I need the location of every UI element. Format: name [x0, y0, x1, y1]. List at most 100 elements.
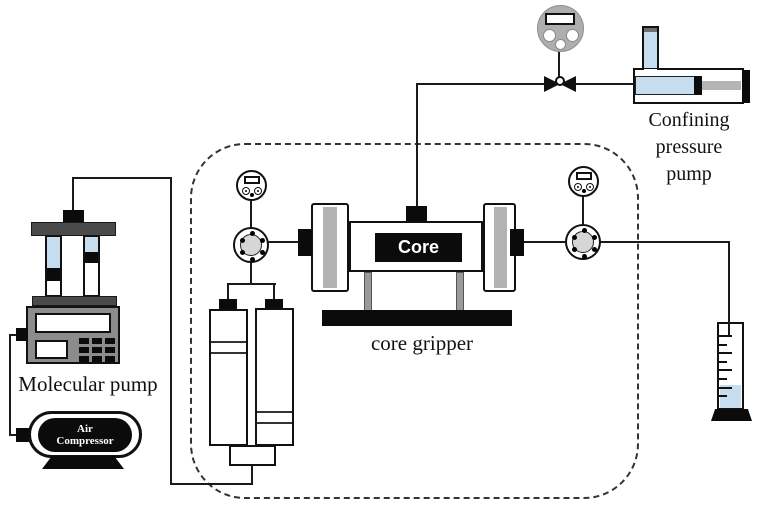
core-label: Core [397, 237, 439, 257]
pump-side-nub [16, 328, 28, 341]
tube-junction [644, 69, 657, 76]
graduation-tick [719, 369, 732, 371]
confining-pump-label-line1: Confining [648, 109, 730, 131]
valve-port-dot [240, 250, 245, 255]
gripper-top-port [406, 206, 427, 221]
stem-left-gauge [250, 199, 252, 229]
gauge-dot [250, 193, 254, 197]
pump-console [26, 306, 120, 364]
pipe-pump-riser [72, 177, 74, 213]
valve-port-dot [582, 228, 587, 233]
four-port-valve-left [233, 227, 269, 263]
valve-bonnet [555, 76, 565, 86]
piston-band [257, 422, 292, 424]
accumulator-bridge [229, 445, 276, 466]
pipe-accumulator-feed [251, 464, 253, 485]
pump-mid-bar [32, 296, 117, 306]
valve-port-dot [260, 238, 265, 243]
pump-piston-left [45, 235, 62, 297]
valve-port-dot [572, 247, 577, 252]
pump-piston-right [83, 235, 100, 297]
compressor-nub [16, 428, 29, 442]
gauge-knob [586, 183, 594, 191]
gauge-display [545, 13, 575, 25]
pipe-bottom-horizontal [170, 483, 253, 485]
piston-fluid [47, 237, 60, 268]
wire-compressor-bottom [9, 434, 19, 436]
console-display [35, 313, 111, 333]
graduation-tick [719, 395, 727, 397]
key [105, 338, 115, 344]
piston-seal [47, 268, 60, 281]
gripper-right-port [510, 229, 524, 256]
wire-compressor-vertical [9, 334, 11, 436]
pipe-valve-to-cylinder [599, 241, 730, 243]
piston-seal [85, 252, 98, 263]
gripper-base [322, 310, 512, 326]
pipe-left-vertical [170, 177, 172, 485]
cylinder-liquid [720, 385, 741, 408]
key [79, 347, 89, 353]
key [105, 347, 115, 353]
gauge-knob [242, 187, 250, 195]
piston-fluid [85, 237, 98, 252]
gauge-knob [555, 39, 566, 50]
pipe-tee-drop-right [273, 283, 275, 300]
flange-stripe [323, 207, 337, 288]
molecular-pump-label: Molecular pump [18, 372, 158, 396]
gripper-flange-left [311, 203, 349, 292]
gripper-leg-right [456, 272, 464, 312]
key [79, 356, 89, 362]
pipe-valve-to-tee [250, 260, 252, 284]
compressor-base [42, 456, 124, 469]
core-gripper-label: core gripper [370, 331, 474, 355]
valve-port-dot [250, 257, 255, 262]
four-port-valve-right [565, 224, 601, 260]
gripper-left-port [298, 229, 312, 256]
graduation-tick [719, 352, 732, 354]
pipe-cylinder-drop [728, 241, 730, 337]
confining-pump-label-line3: pump [666, 163, 712, 185]
graduation-tick [719, 344, 727, 346]
graduation-tick [719, 335, 732, 337]
gauge-knob [254, 187, 262, 195]
valve-port-dot [240, 238, 245, 243]
pipe-valve-to-gripper-left [267, 241, 300, 243]
core-sample: Core [375, 233, 462, 262]
dashed-enclosure [190, 143, 639, 499]
cylinder-base [711, 409, 752, 421]
valve-port-dot [250, 231, 255, 236]
pump-piston-rod [702, 81, 741, 90]
pump-fluid-chamber [635, 76, 695, 95]
accumulator-cap-left [219, 299, 237, 310]
stem-large-gauge [558, 49, 560, 79]
confining-pump-label: Confining pressure pump [622, 107, 756, 188]
gauge-knob [574, 183, 582, 191]
graduation-tick [719, 387, 732, 389]
piston-band [257, 411, 292, 413]
gauge-dot [582, 189, 586, 193]
graduation-tick [719, 378, 727, 380]
accumulator-left [209, 309, 248, 446]
pump-inlet-tube [642, 26, 659, 70]
accumulator-right [255, 308, 294, 446]
pressure-gauge-left-icon [236, 170, 267, 201]
confining-pump-label-line2: pressure [655, 136, 723, 158]
valve-port-dot [572, 235, 577, 240]
valve-port-dot [260, 250, 265, 255]
console-screen-small [35, 340, 68, 359]
stem-right-gauge [582, 195, 584, 226]
valve-port-dot [592, 247, 597, 252]
piston-band [211, 341, 246, 343]
valve-port-dot [582, 254, 587, 259]
piston-band [211, 352, 246, 354]
pipe-confining-horizontal [416, 83, 635, 85]
console-keypad [79, 338, 115, 362]
graduation-tick [719, 361, 727, 363]
pump-end-cap [742, 70, 750, 103]
gauge-knob [566, 29, 579, 42]
needle-valve-icon [544, 76, 576, 92]
pipe-topleft-horizontal [72, 177, 172, 179]
pump-top-bar [31, 222, 116, 236]
